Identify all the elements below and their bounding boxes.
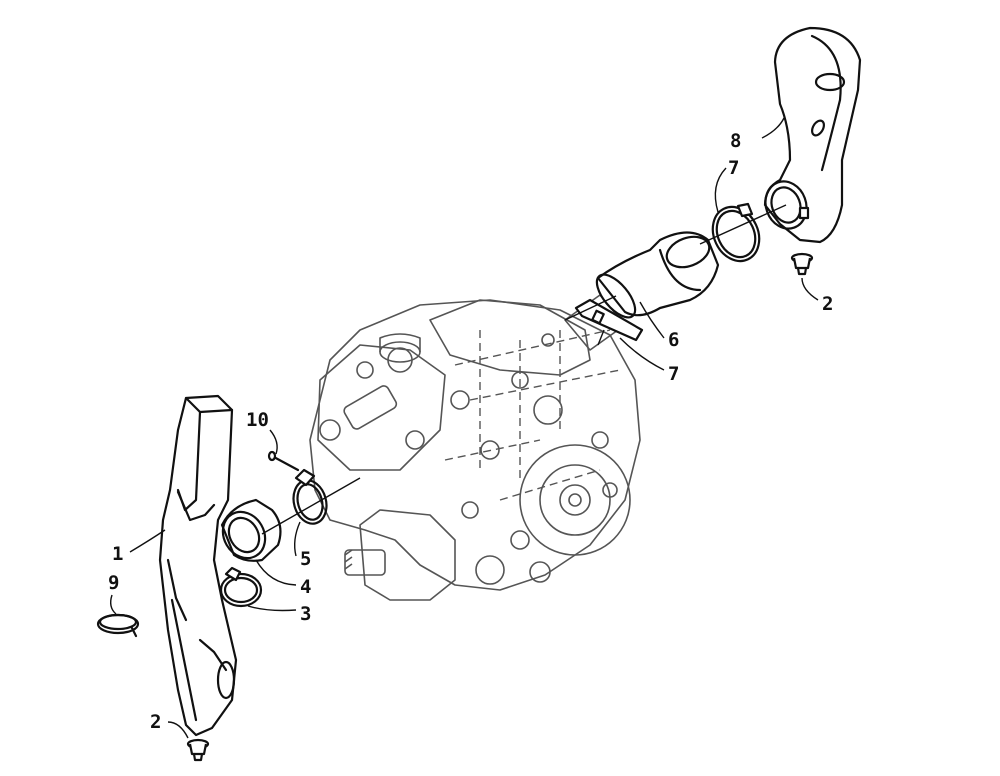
part-4-intake-boot (220, 498, 282, 562)
alignment-lines (261, 204, 787, 535)
callout-8: 8 (730, 130, 741, 152)
part-7-hose-clamp-upper (711, 202, 761, 263)
engine-assembly (309, 294, 641, 601)
callout-labels: 1 2 2 3 4 5 6 7 7 8 9 10 (108, 130, 833, 733)
part-9-ring-clip (96, 613, 140, 638)
part-5-hose-clamp (292, 468, 328, 525)
callout-6: 6 (668, 329, 679, 351)
part-6-elbow-boot (595, 231, 720, 319)
callout-4: 4 (300, 576, 311, 598)
part-1-intake-duct (158, 394, 238, 737)
callout-9: 9 (108, 572, 119, 594)
part-3-hose-clamp (219, 566, 263, 608)
part-10-screw (267, 450, 300, 472)
part-7-gasket-plate (574, 298, 644, 342)
callout-1: 1 (112, 543, 123, 565)
callout-10: 10 (246, 409, 269, 431)
part-2-grommet-lower (186, 738, 210, 762)
callout-7-lower: 7 (668, 363, 679, 385)
part-8-upper-duct (763, 26, 862, 244)
callout-2-upper: 2 (822, 293, 833, 315)
callout-2-lower: 2 (150, 711, 161, 733)
callout-5: 5 (300, 548, 311, 570)
part-2-grommet-upper (790, 252, 814, 276)
callout-leaders (109, 117, 819, 739)
callout-7-upper: 7 (728, 157, 739, 179)
callout-3: 3 (300, 603, 311, 625)
